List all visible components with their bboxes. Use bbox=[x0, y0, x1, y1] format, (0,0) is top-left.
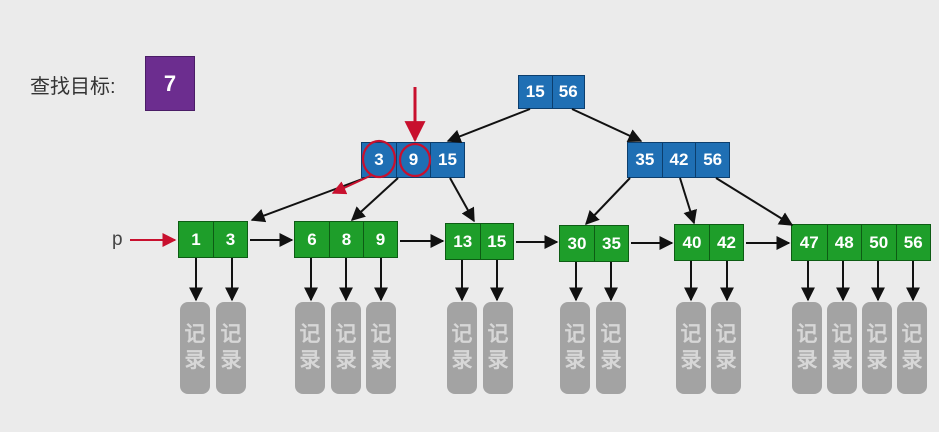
tree-edge bbox=[449, 177, 475, 223]
internal-key-35: 35 bbox=[635, 150, 655, 169]
record-char: 记 bbox=[564, 322, 586, 346]
root-node: 15 56 bbox=[518, 75, 585, 109]
record-char: 录 bbox=[335, 349, 357, 372]
record-char: 记 bbox=[796, 322, 818, 346]
leaf-key: 40 bbox=[682, 232, 702, 252]
highlight-circle-9 bbox=[398, 142, 432, 178]
record-char: 录 bbox=[600, 349, 622, 372]
search-target-label: 查找目标: bbox=[30, 76, 116, 98]
record-box: 记录 bbox=[366, 302, 396, 394]
leaf-key: 15 bbox=[479, 224, 514, 259]
record-char: 录 bbox=[831, 349, 853, 372]
record-box: 记录 bbox=[862, 302, 892, 394]
tree-edge bbox=[446, 108, 531, 143]
record-char: 录 bbox=[796, 349, 818, 372]
record-char: 记 bbox=[335, 322, 357, 346]
leaf-key: 35 bbox=[594, 226, 628, 261]
root-key-15: 15 bbox=[525, 82, 545, 101]
record-char: 记 bbox=[831, 322, 853, 346]
tree-edge bbox=[715, 177, 794, 226]
record-char: 录 bbox=[487, 349, 509, 372]
leaf-node-3: 13 15 bbox=[445, 223, 514, 260]
record-box: 记录 bbox=[447, 302, 477, 394]
record-box: 记录 bbox=[216, 302, 246, 394]
record-box: 记录 bbox=[897, 302, 927, 394]
internal-node-right: 35 42 56 bbox=[627, 142, 730, 178]
tree-edge bbox=[571, 108, 643, 143]
record-box: 记录 bbox=[676, 302, 706, 394]
leaf-node-6: 47 48 50 56 bbox=[791, 224, 931, 261]
record-char: 录 bbox=[866, 349, 888, 372]
record-char: 记 bbox=[299, 322, 321, 346]
record-char: 记 bbox=[220, 322, 242, 346]
record-box: 记录 bbox=[560, 302, 590, 394]
record-pointers bbox=[189, 258, 920, 302]
internal-key-42: 42 bbox=[661, 143, 696, 177]
record-box: 记录 bbox=[792, 302, 822, 394]
record-char: 记 bbox=[184, 322, 206, 346]
record-char: 录 bbox=[451, 349, 473, 372]
leaf-node-4: 30 35 bbox=[559, 225, 629, 262]
record-char: 记 bbox=[901, 322, 923, 346]
record-box: 记录 bbox=[827, 302, 857, 394]
internal-node-left: 3 9 15 bbox=[361, 142, 465, 178]
record-box: 记录 bbox=[331, 302, 361, 394]
leaf-key: 3 bbox=[213, 222, 247, 257]
record-char: 记 bbox=[487, 322, 509, 346]
leaf-node-2: 6 8 9 bbox=[294, 221, 398, 258]
record-char: 录 bbox=[715, 349, 737, 372]
record-char: 录 bbox=[184, 349, 206, 372]
record-char: 记 bbox=[680, 322, 702, 346]
tree-edge bbox=[679, 177, 697, 225]
leaf-key: 9 bbox=[362, 222, 397, 257]
record-char: 录 bbox=[901, 349, 923, 372]
leaf-key: 6 bbox=[307, 229, 317, 249]
leaf-key: 50 bbox=[861, 225, 896, 260]
record-box: 记录 bbox=[711, 302, 741, 394]
leaf-key: 8 bbox=[328, 222, 363, 257]
record-char: 录 bbox=[564, 349, 586, 372]
leaf-key: 48 bbox=[826, 225, 862, 260]
leaf-key: 47 bbox=[799, 232, 819, 252]
leaf-node-5: 40 42 bbox=[674, 224, 744, 261]
tree-edge bbox=[250, 177, 366, 223]
record-char: 记 bbox=[370, 322, 392, 346]
record-box: 记录 bbox=[596, 302, 626, 394]
search-target-value: 7 bbox=[145, 56, 195, 111]
leaf-key: 13 bbox=[453, 231, 473, 251]
record-char: 录 bbox=[299, 349, 321, 372]
record-char: 录 bbox=[680, 349, 702, 372]
leaf-key: 56 bbox=[895, 225, 931, 260]
record-char: 记 bbox=[451, 322, 473, 346]
highlight-circle-3 bbox=[361, 139, 397, 179]
record-char: 记 bbox=[600, 322, 622, 346]
tree-edge bbox=[585, 177, 631, 226]
internal-key-56: 56 bbox=[695, 143, 729, 177]
root-key-56: 56 bbox=[551, 76, 585, 108]
pointer-p-label: p bbox=[112, 229, 123, 250]
leaf-key: 1 bbox=[191, 229, 201, 249]
record-char: 记 bbox=[715, 322, 737, 346]
record-char: 录 bbox=[370, 349, 392, 372]
leaf-key: 30 bbox=[567, 233, 587, 253]
record-char: 录 bbox=[220, 349, 242, 372]
internal-key-9: 9 bbox=[395, 143, 430, 177]
descend-arrow bbox=[331, 174, 373, 195]
leaf-node-1: 1 3 bbox=[178, 221, 248, 258]
internal-key-3: 3 bbox=[374, 150, 384, 169]
record-char: 记 bbox=[866, 322, 888, 346]
leaf-key: 42 bbox=[709, 225, 743, 260]
tree-edge bbox=[350, 177, 399, 221]
record-box: 记录 bbox=[180, 302, 210, 394]
record-box: 记录 bbox=[483, 302, 513, 394]
record-box: 记录 bbox=[295, 302, 325, 394]
